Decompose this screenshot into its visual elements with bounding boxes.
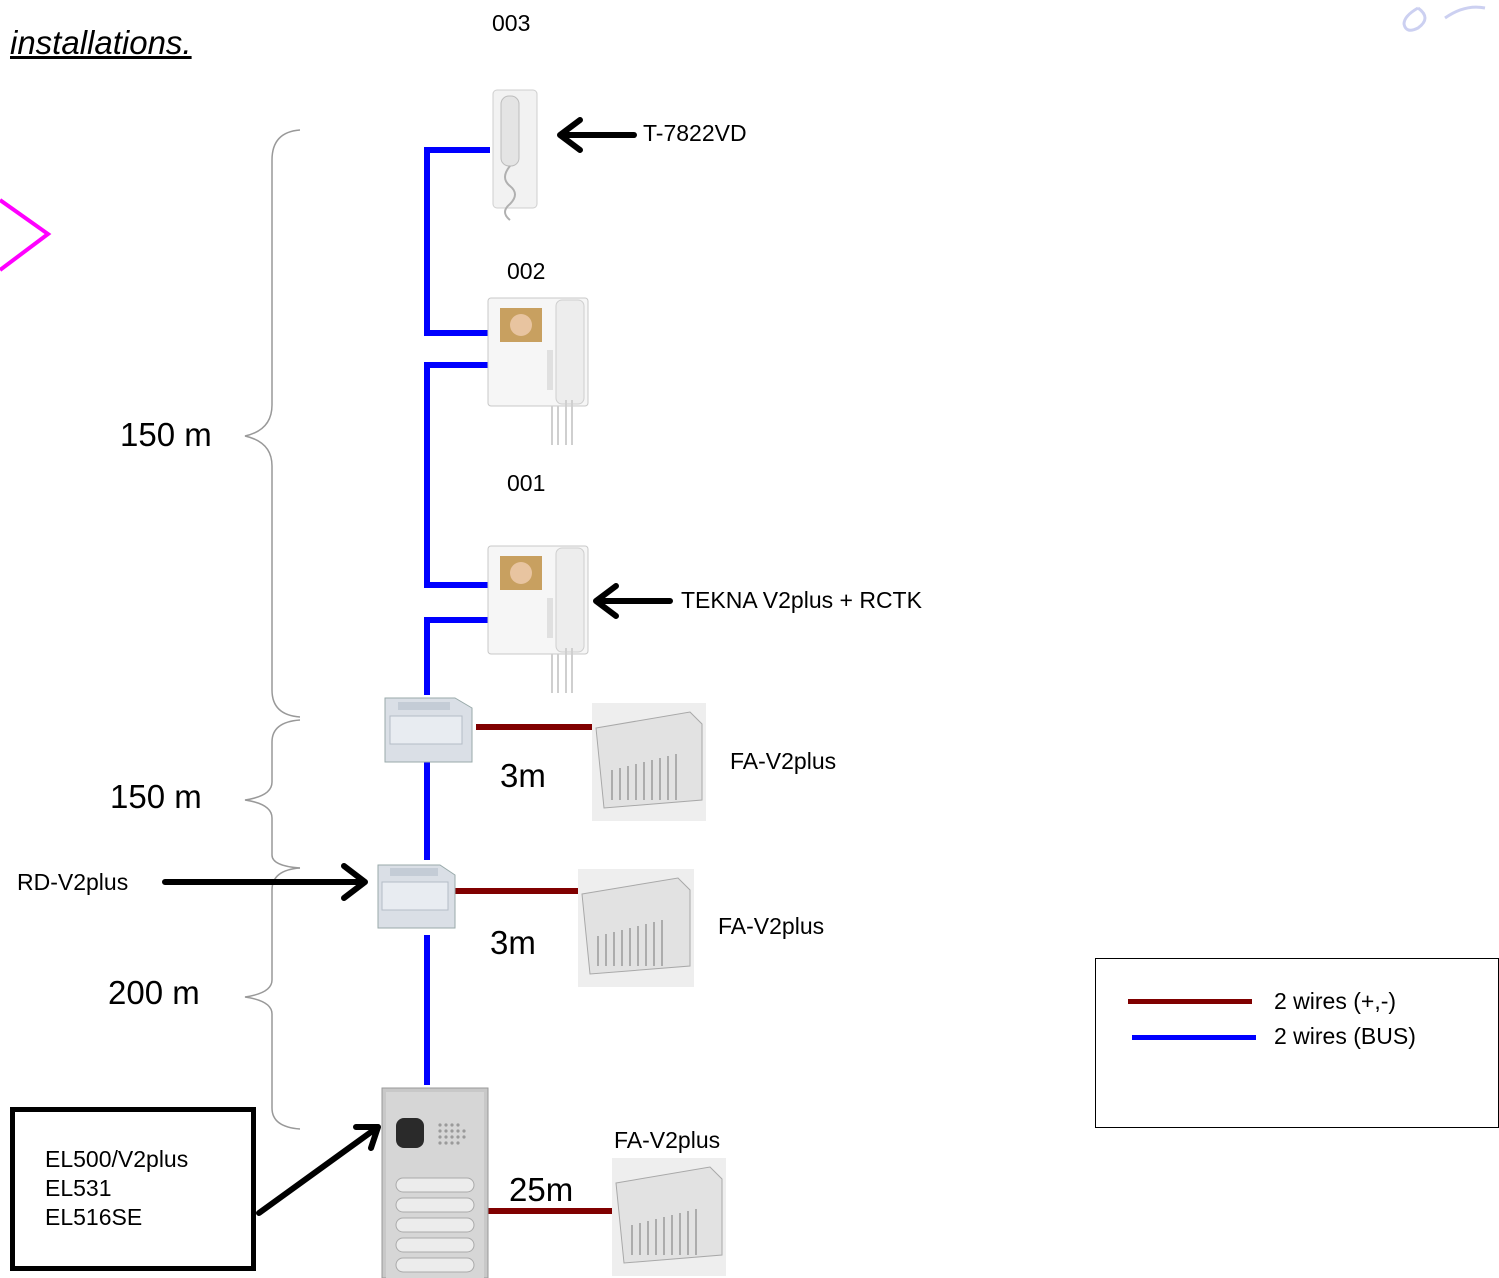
unit-003-model: T-7822VD: [643, 120, 747, 146]
arrow-rd-v2plus: [162, 863, 368, 901]
distributor-label: RD-V2plus: [17, 869, 129, 895]
bus-segment-001: [424, 617, 490, 695]
logo-fragment: [1402, 5, 1486, 32]
page-title: installations.: [10, 24, 192, 61]
power-supply-3-label: FA-V2plus: [614, 1127, 721, 1153]
panel-model-line-2: EL531: [45, 1175, 112, 1201]
power-wires: [452, 724, 612, 1214]
distance-label-1: 150 m: [120, 416, 212, 453]
arrow-panel: [256, 1124, 381, 1216]
monitor-002-image: [487, 297, 589, 445]
distance-label-3: 200 m: [108, 974, 200, 1011]
bus-wires: [424, 147, 490, 1085]
entrance-panel-image: [381, 1087, 489, 1278]
unit-002-number: 002: [507, 258, 546, 284]
power-supply-1-cable: 3m: [500, 757, 546, 794]
legend-label-power: 2 wires (+,-): [1274, 988, 1397, 1014]
unit-001-model: TEKNA V2plus + RCTK: [681, 587, 922, 613]
bus-segment-003: [424, 147, 490, 336]
power-supply-3-image: [612, 1158, 726, 1276]
distance-braces: [244, 129, 301, 1130]
unit-003-number: 003: [492, 10, 531, 36]
legend: 2 wires (+,-) 2 wires (BUS): [1095, 958, 1499, 1128]
arrow-tekna: [593, 583, 673, 619]
monitor-001-image: [487, 545, 589, 693]
panel-model-box: EL500/V2plus EL531 EL516SE: [10, 1107, 256, 1271]
power-supply-2-cable: 3m: [490, 924, 536, 961]
unit-001-number: 001: [507, 470, 546, 496]
power-supply-1-label: FA-V2plus: [730, 748, 837, 774]
power-supply-1-image: [592, 703, 706, 821]
distance-label-2: 150 m: [110, 778, 202, 815]
brace-200m: [244, 867, 301, 1130]
legend-swatch-power: [1128, 999, 1252, 1004]
brace-150m-mid: [244, 719, 301, 869]
arrows: [162, 117, 673, 1216]
pointer-chevron: [0, 198, 52, 272]
power-supply-2-label: FA-V2plus: [718, 913, 825, 939]
brace-150m-top: [244, 129, 301, 718]
legend-swatch-bus: [1132, 1035, 1256, 1040]
bus-segment-002: [424, 362, 490, 588]
panel-model-line-3: EL516SE: [45, 1204, 143, 1230]
power-supply-3-cable: 25m: [509, 1171, 574, 1208]
distributor-2-image: [377, 864, 456, 929]
legend-label-bus: 2 wires (BUS): [1274, 1023, 1416, 1049]
panel-model-line-1: EL500/V2plus: [45, 1146, 189, 1172]
distributor-1-image: [384, 697, 473, 763]
arrow-t7822vd: [557, 117, 637, 153]
power-supply-2-image: [578, 869, 694, 987]
handset-003-image: [492, 89, 538, 221]
